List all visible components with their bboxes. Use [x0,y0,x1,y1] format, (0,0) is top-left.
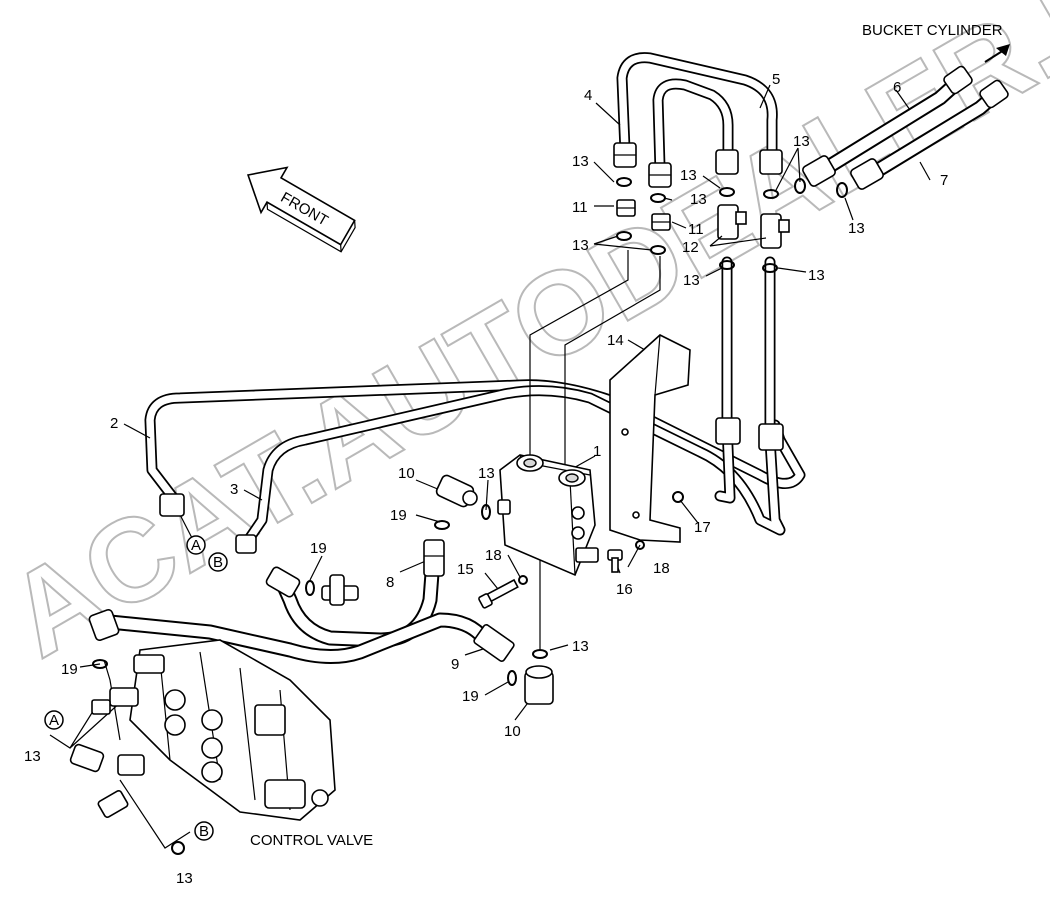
callout-18-right: 18 [653,560,670,577]
callout-19-b: 19 [310,540,327,557]
callout-13-j: 13 [572,638,589,655]
bucket-cylinder-title: BUCKET CYLINDER [862,22,1003,39]
control-valve-title: CONTROL VALVE [250,832,373,849]
callout-17: 17 [694,519,711,536]
callout-6: 6 [893,79,901,96]
hose-7-nut [850,158,884,190]
callout-10-lower: 10 [504,723,521,740]
callout-13-h: 13 [808,267,825,284]
callout-13-c: 13 [572,237,589,254]
hose-9-fitting [473,624,515,662]
callout-4: 4 [584,87,592,104]
pipe-4 [616,52,778,166]
bolt-16 [607,549,623,573]
valve-block-1 [497,454,599,577]
elbow-10-upper [435,474,478,508]
adapter-11-left [616,199,636,217]
adapter-11-right [651,213,671,231]
callout-13-k: 13 [24,748,41,765]
hose-6-nut [802,155,836,187]
bracket-14 [609,334,691,543]
callout-12: 12 [682,239,699,256]
nut-lower-left [715,417,741,445]
callout-9: 9 [451,656,459,673]
callout-13-i: 13 [478,465,495,482]
callout-13-g: 13 [683,272,700,289]
bucket-cylinder-arrow [984,44,1010,63]
callout-13-f: 13 [848,220,865,237]
callout-16: 16 [616,581,633,598]
nut-lower-right [758,423,784,451]
callout-labels: 1 2 3 4 5 6 7 8 9 10 10 11 11 12 13 13 1… [24,71,948,887]
watermark-text: ACAT.AUTODEALER.RU [0,0,1050,684]
tee-12-left [717,204,747,240]
control-valve-assembly [69,639,336,821]
callout-11-right: 11 [688,221,704,238]
bolt-15 [478,578,519,609]
marker-a-upper: A [186,535,206,555]
callout-3: 3 [230,481,238,498]
hose-6-end [943,65,973,95]
elbow-10-lower [524,665,554,705]
callout-1: 1 [593,443,601,460]
callout-15: 15 [457,561,474,578]
callout-13-l: 13 [176,870,193,887]
svg-text:A: A [49,712,59,729]
tee-12-right [760,213,790,249]
hose-7-end [979,79,1009,109]
callout-13-d: 13 [680,167,697,184]
nut-pipe-4 [613,142,637,168]
callout-13-b: 13 [690,191,707,208]
callout-8: 8 [386,574,394,591]
callout-14: 14 [607,332,624,349]
callout-13-e: 13 [793,133,810,150]
o-rings-middle [92,491,684,855]
callout-18-left: 18 [485,547,502,564]
pipe-3 [239,385,786,551]
svg-text:B: B [213,554,223,571]
pipe-3-end-fitting [235,534,257,554]
callout-10-upper: 10 [398,465,415,482]
svg-text:B: B [199,823,209,840]
nut-pipe-5b [715,149,739,175]
nut-pipe-4b [759,149,783,175]
marker-b-upper: B [208,552,228,572]
pipe-2-end-fitting [159,493,185,517]
callout-11-left: 11 [572,199,588,216]
callout-13-a: 13 [572,153,589,170]
hose-9 [102,612,493,665]
callout-2: 2 [110,415,118,432]
callout-5: 5 [772,71,780,88]
nut-pipe-5 [648,162,672,188]
elbow-19-fitting [321,574,359,606]
hose-8-fitting [423,539,445,577]
svg-text:A: A [191,537,201,554]
callout-19-c: 19 [61,661,78,678]
hose-8-lower-fitting [265,566,301,598]
pipe-5 [652,78,734,174]
marker-b-lower: B [194,821,214,841]
front-arrow: FRONT [246,166,356,253]
callout-19-d: 19 [462,688,479,705]
callout-19-a: 19 [390,507,407,524]
callout-7: 7 [940,172,948,189]
marker-a-lower: A [44,710,64,730]
hose-9-end-fitting [88,609,120,641]
pipe-tee-left-down [714,256,736,504]
